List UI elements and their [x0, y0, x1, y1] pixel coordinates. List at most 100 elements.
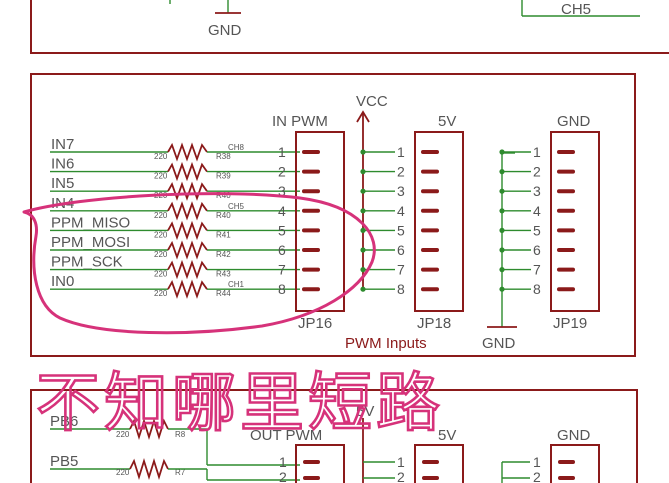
net-label: IN7: [51, 136, 74, 153]
pwm-inputs-title: PWM Inputs: [345, 335, 427, 352]
resistor-symbol: [167, 220, 208, 241]
pin-number: 1: [278, 144, 286, 160]
gnd-bottom-label: GND: [482, 335, 516, 352]
junction-dot: [360, 247, 366, 253]
annotation-text: 不知哪里短路: [36, 367, 444, 439]
header-ref: JP16: [298, 315, 332, 332]
pin-number: 6: [397, 242, 405, 258]
header-body: [295, 131, 345, 312]
pin-number: 7: [278, 262, 286, 278]
gnd-symbol: GND: [482, 152, 517, 352]
junction-dot: [499, 169, 505, 175]
pin-number: 2: [397, 164, 405, 180]
bottom-r7-ref: R7: [175, 468, 186, 477]
handwritten-annotation: 不知哪里短路: [22, 192, 444, 440]
net-label: IN5: [51, 175, 74, 192]
resistor-ref: R42: [216, 250, 231, 259]
channel-label: CH1: [228, 280, 245, 289]
pin-number: 5: [278, 222, 286, 238]
bottom-r7-value: 220: [116, 468, 130, 477]
pin-number: 6: [533, 242, 541, 258]
junction-dot: [360, 208, 366, 214]
resistor-value: 220: [154, 211, 168, 220]
resistor-ref: R40: [216, 191, 231, 200]
net-label: PPM_MISO: [51, 214, 130, 231]
channel-label: CH8: [228, 143, 245, 152]
pin-number: 4: [278, 203, 286, 219]
resistor-ref: R43: [216, 270, 231, 279]
net-label: IN6: [51, 156, 74, 173]
junction-dot: [360, 286, 366, 292]
pin-number: 3: [533, 183, 541, 199]
vcc-label: VCC: [356, 93, 388, 110]
resistor-value: 220: [154, 230, 168, 239]
pin-number: 5: [397, 222, 405, 238]
pin-number: 4: [397, 203, 405, 219]
resistor-value: 220: [154, 250, 168, 259]
resistor-value: 220: [154, 270, 168, 279]
pin-number: 3: [397, 183, 405, 199]
header-title: GND: [557, 113, 591, 130]
bottom-section: PB6 220 R8 PB5 220 R7 OUT PWM 5V GND 5V …: [50, 403, 600, 483]
resistor-ref: R40: [216, 211, 231, 220]
top-frame: GND CH5: [30, 0, 669, 54]
header-body: [550, 131, 600, 312]
resistor-ref: R44: [216, 289, 231, 298]
junction-dot: [499, 227, 505, 233]
header-ref: JP19: [553, 315, 587, 332]
bottom-gnd-pin-1: 1: [533, 454, 541, 470]
resistor-symbol: [167, 181, 208, 201]
resistor-symbol: [167, 201, 208, 221]
bottom-5v-pin-1: 1: [397, 454, 405, 470]
pin-number: 3: [278, 183, 286, 199]
junction-dot: [360, 227, 366, 233]
junction-dot: [360, 188, 366, 194]
junction-dot: [499, 208, 505, 214]
input-row: PPM_SCK 220 R43: [50, 254, 300, 280]
net-label: PPM_MOSI: [51, 234, 130, 251]
bottom-net-pb5: PB5: [50, 453, 78, 470]
resistor-value: 220: [154, 152, 168, 161]
vcc-symbol: VCC: [356, 93, 388, 290]
bottom-header-out-pwm: OUT PWM: [250, 427, 322, 444]
resistor-ref: R39: [216, 172, 231, 181]
pin-number: 4: [533, 203, 541, 219]
headers: IN PWMJP16123456785VJP1812345678GNDJP191…: [272, 113, 600, 332]
pin-number: 8: [278, 281, 286, 297]
bottom-r8-value: 220: [116, 430, 130, 439]
bottom-vcc-label: 5V: [356, 403, 374, 420]
pin-number: 8: [397, 281, 405, 297]
junction-dot: [360, 149, 366, 155]
bottom-pin-1: 1: [279, 454, 287, 470]
pin-number: 5: [533, 222, 541, 238]
pin-number: 2: [533, 164, 541, 180]
header-body: [414, 131, 464, 312]
header-title: IN PWM: [272, 113, 328, 130]
resistor-symbol: [167, 142, 208, 162]
header-ref: JP18: [417, 315, 451, 332]
junction-dot: [360, 169, 366, 175]
junction-dot: [499, 247, 505, 253]
net-label: PPM_SCK: [51, 254, 123, 271]
resistor-ref: R38: [216, 152, 231, 161]
resistor-ref: R41: [216, 230, 231, 239]
resistor-symbol: [167, 259, 208, 280]
junction-dot: [499, 149, 505, 155]
bottom-5v-pin-2: 2: [397, 469, 405, 483]
pin-number: 1: [533, 144, 541, 160]
channel-label: CH5: [228, 202, 245, 211]
hand-drawn-circle: [22, 192, 376, 335]
resistor-value: 220: [154, 289, 168, 298]
resistor-symbol: [167, 240, 208, 260]
bottom-pin-2: 2: [279, 469, 287, 483]
bottom-header-gnd: GND: [557, 427, 591, 444]
junction-dot: [360, 267, 366, 273]
resistor-value: 220: [154, 172, 168, 181]
